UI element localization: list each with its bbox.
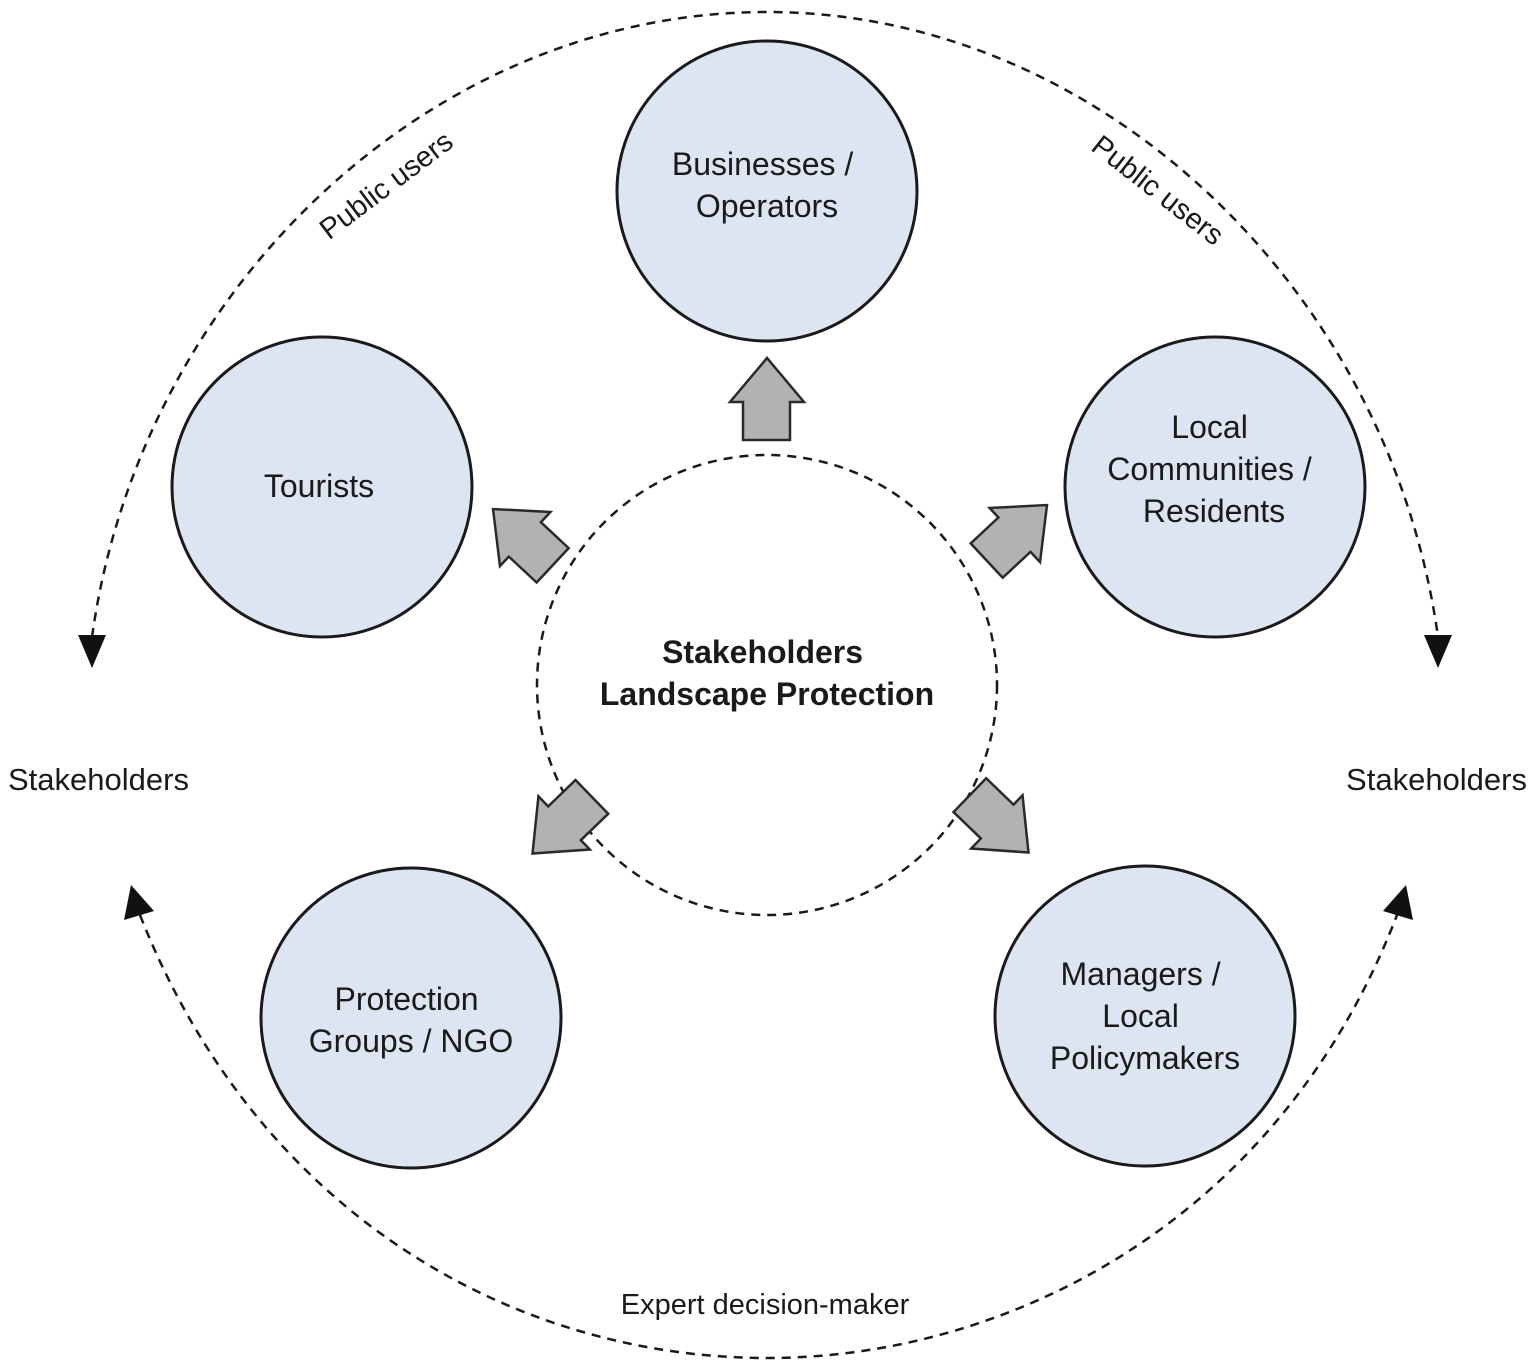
- arrow-to-communities: [968, 503, 1049, 580]
- arrow-to-protection: [531, 778, 610, 855]
- left-up-arrowhead: [124, 885, 154, 920]
- public-users-arc: [90, 10, 1440, 638]
- svg-text:Tourists: Tourists: [264, 468, 374, 504]
- protection-line2: Groups / NGO: [309, 1023, 514, 1059]
- svg-text:Managers / Local P: Managers / Local Policymakers: [1050, 956, 1240, 1076]
- center-title: Stakeholders Landscape Protection: [600, 634, 934, 712]
- public-users-left-label: Public users: [314, 125, 459, 246]
- managers-line1: Managers /: [1061, 956, 1221, 992]
- tourists-line1: Tourists: [264, 468, 374, 504]
- communities-line3: Residents: [1143, 493, 1285, 529]
- node-protection-groups: Protection Groups / NGO: [259, 866, 563, 1170]
- managers-line3: Policymakers: [1050, 1040, 1240, 1076]
- node-managers: Managers / Local Policymakers: [993, 864, 1297, 1168]
- stakeholders-right-label: Stakeholders: [1346, 762, 1527, 797]
- expert-decision-maker-label: Expert decision-maker: [621, 1289, 910, 1321]
- right-up-arrowhead: [1383, 885, 1413, 920]
- businesses-line2: Operators: [696, 188, 838, 224]
- center-title-line2: Landscape Protection: [600, 676, 934, 712]
- arrow-to-tourists: [491, 507, 571, 585]
- node-tourists: Tourists: [170, 335, 474, 639]
- right-down-arrowhead: [1424, 635, 1452, 668]
- node-communities: Local Communities / Residents: [1063, 335, 1367, 639]
- center-title-line1: Stakeholders: [662, 634, 863, 670]
- public-users-right-label: Public users: [1085, 130, 1229, 252]
- expert-decision-arc: [138, 914, 1399, 1360]
- svg-text:Local Communities /: Local Communities / Residents: [1107, 409, 1320, 529]
- left-down-arrowhead: [78, 635, 106, 668]
- node-businesses: Businesses / Operators: [615, 39, 919, 343]
- stakeholders-left-label: Stakeholders: [8, 762, 189, 797]
- communities-line1: Local: [1171, 409, 1248, 445]
- protection-line1: Protection: [335, 981, 479, 1017]
- businesses-line1: Businesses /: [672, 146, 854, 182]
- center-circle: [535, 453, 999, 917]
- svg-text:Businesses / Operators: Businesses / Operators: [672, 146, 862, 224]
- communities-line2: Communities /: [1107, 451, 1312, 487]
- arrow-to-businesses: [727, 356, 807, 442]
- svg-text:Protection Groups / NGO: Protection Groups / NGO: [309, 981, 514, 1059]
- managers-line2: Local: [1102, 998, 1179, 1034]
- arrow-to-managers: [951, 776, 1030, 854]
